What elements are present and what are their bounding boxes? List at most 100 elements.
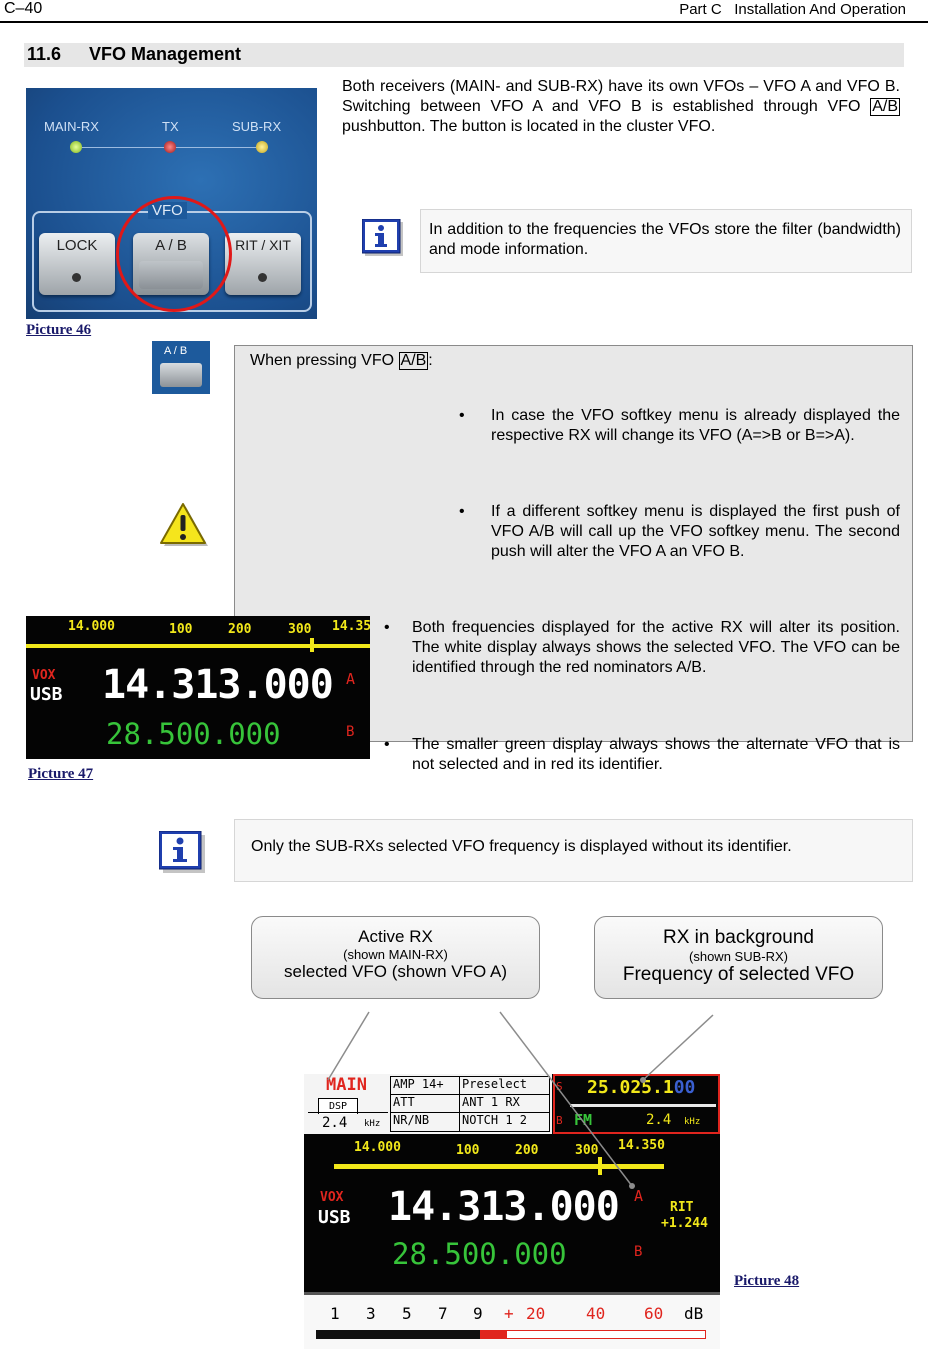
info-cell-2: Preselect (460, 1077, 549, 1095)
lcd-vfo-a: A (346, 670, 356, 688)
lcd-sub-freq-tail: 00 (673, 1077, 696, 1098)
bullet-text-1: In case the VFO softkey menu is already … (491, 407, 900, 444)
info-cell-4: ANT 1 RX (460, 1095, 549, 1113)
main-scale-label-3: 200 (515, 1143, 539, 1158)
bullet-item-2: • If a different softkey menu is display… (459, 502, 900, 562)
callout-background-rx-title: RX in background (662, 927, 815, 948)
smeter-label-7: 7 (438, 1304, 448, 1323)
intro-paragraph: Both receivers (MAIN- and SUB-RX) have i… (342, 77, 900, 137)
box-intro-text: When pressing VFO (250, 352, 399, 369)
bullet-dot-4: • (384, 736, 390, 753)
lcd-dsp-tab: DSP (318, 1098, 358, 1114)
main-scale-label-1: 14.000 (354, 1140, 401, 1155)
smeter-bar-red (480, 1330, 506, 1339)
lcd-sub-scale (570, 1104, 716, 1107)
info-cell-3: ATT (391, 1095, 460, 1113)
scale-label-3: 200 (228, 622, 252, 637)
page-number: C–40 (4, 0, 43, 17)
ab-button-icon: A / B (152, 341, 210, 394)
lcd-smeter-panel (304, 1292, 720, 1349)
box-intro-colon: : (428, 352, 433, 369)
intro-text: Both receivers (MAIN- and SUB-RX) have i… (342, 78, 900, 115)
lcd-dsp-label: DSP (328, 1101, 348, 1112)
lcd-scale-bar (26, 644, 370, 648)
header-rule (0, 21, 928, 23)
lcd-sub-s: S (556, 1080, 563, 1093)
lcd-main-scale-marker (598, 1157, 602, 1175)
lcd-freq-alt: 28.500.000 (106, 717, 281, 751)
callout-background-rx-desc: Frequency of selected VFO (622, 964, 855, 985)
highlight-circle (116, 196, 232, 312)
section-heading-bar (24, 43, 904, 67)
lcd-sub-freq: 25.025.100 (587, 1077, 695, 1098)
lcd-main-label: MAIN (326, 1075, 367, 1095)
lcd-main-vfo-a: A (634, 1187, 644, 1205)
lcd-bw-value: 2.4 (322, 1115, 348, 1131)
lcd-vfo-b: B (346, 724, 355, 740)
lcd-sub-b: B (556, 1114, 563, 1127)
main-scale-label-4: 300 (575, 1143, 599, 1158)
led-label-main-rx: MAIN-RX (44, 119, 99, 134)
smeter-label-40: 40 (586, 1304, 606, 1323)
vfo-panel-photo: MAIN-RX TX SUB-RX VFO LOCK A / B RIT / X… (26, 88, 317, 319)
smeter-label-1: 1 (330, 1304, 340, 1323)
bullet-dot-2: • (459, 503, 465, 520)
lcd-display-full: MAIN DSP 2.4 kHz AMP 14+ Preselect ATT A… (304, 1074, 720, 1349)
lcd-mode-usb: USB (30, 684, 63, 705)
ab-button-icon-label: A / B (164, 345, 188, 357)
led-main-rx (70, 141, 82, 153)
info-note-filter-text: In addition to the frequencies the VFOs … (429, 221, 901, 258)
lcd-mode-vox: VOX (32, 668, 56, 683)
info-icon-2 (158, 830, 207, 875)
smeter-label-20: 20 (526, 1304, 546, 1323)
bullet-item-3: • Both frequencies displayed for the act… (384, 618, 900, 678)
led-sub-rx (256, 141, 268, 153)
smeter-bar-black (316, 1330, 480, 1339)
callout-background-rx-sub: (shown SUB-RX) (689, 949, 788, 964)
lcd-freq-main: 14.313.000 (102, 662, 334, 708)
box-intro: When pressing VFO A/B: (250, 351, 433, 371)
lcd-dsp-line (308, 1112, 388, 1113)
rit-xit-button-label: RIT / XIT (235, 237, 291, 253)
led-label-sub-rx: SUB-RX (232, 119, 282, 134)
smeter-label-60: 60 (644, 1304, 664, 1323)
smeter-label-3: 3 (366, 1304, 376, 1323)
warning-icon (158, 502, 210, 548)
main-scale-label-2: 100 (456, 1143, 480, 1158)
lcd-display-small: 14.000 100 200 300 14.350 VOX USB 14.313… (26, 616, 370, 759)
caption-picture-48: Picture 48 (734, 1273, 800, 1289)
caption-picture-46: Picture 46 (26, 322, 92, 338)
info-note-filter: In addition to the frequencies the VFOs … (420, 209, 912, 273)
bullet-text-4: The smaller green display always shows t… (412, 736, 900, 773)
bullet-text-3: Both frequencies displayed for the activ… (412, 619, 900, 676)
rit-xit-led (258, 273, 267, 282)
main-scale-label-5: 14.350 (618, 1138, 665, 1153)
lock-button-label: LOCK (56, 237, 98, 254)
lcd-main-freq: 14.313.000 (388, 1184, 620, 1230)
rit-xit-button[interactable]: RIT / XIT (225, 233, 301, 295)
scale-label-4: 300 (288, 622, 312, 637)
callout-active-rx-desc: selected VFO (shown VFO A) (284, 962, 507, 981)
bullet-item-4: • The smaller green display always shows… (384, 735, 900, 775)
smeter-bar-empty (506, 1330, 706, 1339)
info-cell-5: NR/NB (391, 1113, 460, 1131)
caption-picture-47: Picture 47 (28, 766, 94, 782)
scale-label-5: 14.350 (332, 619, 370, 634)
info-icon (361, 218, 406, 259)
lcd-main-scale-bar (334, 1164, 664, 1169)
smeter-label-9: 9 (473, 1304, 483, 1323)
lcd-rit-value: +1.244 (661, 1216, 708, 1231)
lock-button[interactable]: LOCK (39, 233, 115, 295)
lcd-scale-marker (310, 638, 314, 652)
scale-label-1: 14.000 (68, 619, 115, 634)
info-note-sub-rx: Only the SUB-RXs selected VFO frequency … (234, 819, 913, 882)
info-cell-6: NOTCH 1 2 (462, 1113, 528, 1127)
callout-background-rx: RX in background (shown SUB-RX) Frequenc… (594, 916, 883, 999)
scale-label-2: 100 (169, 622, 193, 637)
intro-text-end: pushbutton. The button is located in the… (342, 118, 716, 135)
lcd-rit-label: RIT (670, 1200, 694, 1215)
lcd-main-freq-alt: 28.500.000 (392, 1237, 567, 1271)
key-ab: A/B (870, 98, 900, 116)
section-number: 11.6 (27, 44, 62, 64)
